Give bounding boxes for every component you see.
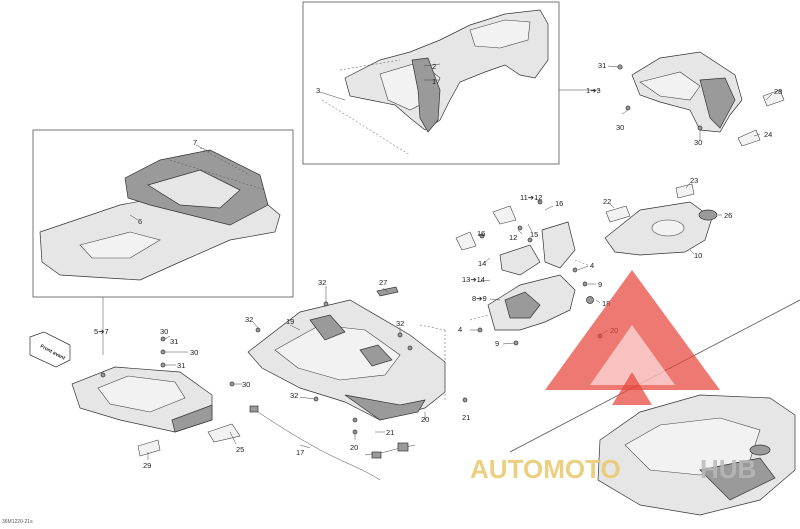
inset-frame-top bbox=[302, 1, 560, 165]
luggage-rack-assembly bbox=[39, 147, 281, 281]
callout-31b: 31 bbox=[170, 337, 178, 346]
decal-23 bbox=[675, 183, 695, 199]
callout-26: 26 bbox=[724, 211, 732, 220]
watermark-logo: AUTOMOTO HUB bbox=[470, 270, 756, 484]
callout-6: 6 bbox=[138, 217, 142, 226]
callout-30e: 30 bbox=[242, 380, 250, 389]
callout-9b: 9 bbox=[495, 339, 499, 348]
callout-28: 28 bbox=[774, 87, 782, 96]
callout-9a: 9 bbox=[598, 280, 602, 289]
callout-25: 25 bbox=[236, 445, 244, 454]
callout-2: 2 bbox=[432, 62, 436, 71]
callout-15: 15 bbox=[530, 230, 538, 239]
callout-5to7: 5➔7 bbox=[94, 327, 109, 336]
callout-20a: 20 bbox=[421, 415, 429, 424]
floor-panel bbox=[247, 299, 446, 421]
callout-16b: 16 bbox=[477, 229, 485, 238]
hood-cover bbox=[604, 201, 713, 256]
callout-30a: 30 bbox=[616, 123, 624, 132]
callout-21b: 21 bbox=[386, 428, 394, 437]
callout-7: 7 bbox=[193, 138, 197, 147]
callout-32c: 32 bbox=[396, 319, 404, 328]
watermark-brand-a: AUTOMOTO bbox=[470, 454, 621, 484]
callout-8to9: 8➔9 bbox=[472, 294, 487, 303]
callout-11to12: 11➔12 bbox=[520, 193, 542, 202]
front-body-assembled bbox=[597, 394, 796, 516]
callout-21a: 21 bbox=[462, 413, 470, 422]
sticker-29 bbox=[137, 439, 161, 457]
callout-13to14: 13➔14 bbox=[462, 275, 485, 284]
callout-22: 22 bbox=[603, 197, 611, 206]
callout-19: 19 bbox=[286, 317, 294, 326]
callout-4a: 4 bbox=[590, 261, 594, 270]
front-direction-arrow: Front avant bbox=[29, 331, 71, 368]
watermark-brand-b: HUB bbox=[700, 454, 756, 484]
callout-31c: 31 bbox=[177, 361, 185, 370]
callout-3: 3 bbox=[316, 86, 320, 95]
sticker-24 bbox=[737, 129, 761, 147]
callout-27: 27 bbox=[379, 278, 387, 287]
callout-14: 14 bbox=[478, 259, 486, 268]
front-fender-assembly bbox=[321, 9, 549, 156]
callout-30d: 30 bbox=[190, 348, 198, 357]
inset-frame-left bbox=[32, 129, 294, 298]
callout-10: 10 bbox=[694, 251, 702, 260]
callout-23: 23 bbox=[690, 176, 698, 185]
callout-32b: 32 bbox=[245, 315, 253, 324]
callout-4b: 4 bbox=[458, 325, 462, 334]
callout-31: 31 bbox=[598, 61, 606, 70]
right-fender-part bbox=[631, 51, 743, 133]
callout-32a: 32 bbox=[318, 278, 326, 287]
badge-26 bbox=[698, 209, 718, 221]
headlight-bracket-assembly bbox=[455, 205, 591, 331]
callout-16a: 16 bbox=[555, 199, 563, 208]
callout-1to3: 1➔3 bbox=[586, 86, 601, 95]
storage-tray bbox=[71, 366, 213, 433]
callout-17: 17 bbox=[296, 448, 304, 457]
wiring-harness bbox=[249, 405, 416, 481]
callout-12: 12 bbox=[509, 233, 517, 242]
reference-code: 36M1220-21s bbox=[2, 519, 33, 525]
callout-18: 18 bbox=[602, 299, 610, 308]
sticker-25 bbox=[207, 423, 241, 443]
callout-30c: 30 bbox=[160, 327, 168, 336]
sticker-28 bbox=[762, 89, 785, 107]
callout-32d: 32 bbox=[290, 391, 298, 400]
callout-24: 24 bbox=[764, 130, 772, 139]
callout-30b: 30 bbox=[694, 138, 702, 147]
callout-29: 29 bbox=[143, 461, 151, 470]
decal-22 bbox=[605, 205, 631, 223]
callout-1: 1 bbox=[432, 77, 436, 86]
callout-20b: 20 bbox=[350, 443, 358, 452]
